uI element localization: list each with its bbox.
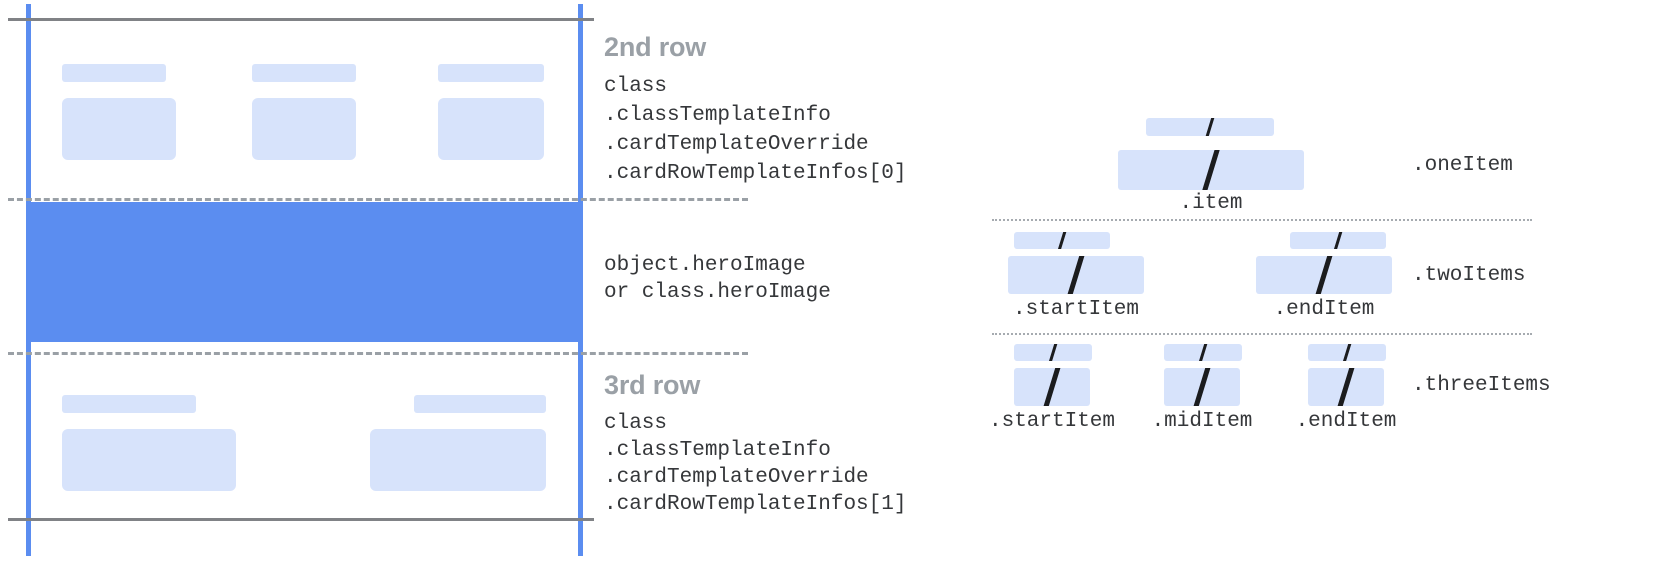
row3-col1-body-chip bbox=[62, 429, 236, 491]
row1-col1-title-chip bbox=[62, 64, 166, 82]
hero-image-band bbox=[30, 202, 582, 342]
three-items-start-body-chip bbox=[1014, 368, 1090, 406]
three-items-mid-title-chip bbox=[1164, 344, 1242, 361]
group-label-two-items: .twoItems bbox=[1412, 264, 1526, 287]
two-items-start-title-chip bbox=[1014, 232, 1110, 249]
row-code-2nd-line3: .cardTemplateOverride bbox=[604, 133, 869, 156]
row3-col2-body-chip bbox=[370, 429, 546, 491]
row-code-2nd-line4: .cardRowTemplateInfos[0] bbox=[604, 162, 907, 185]
three-items-end-caption: .endItem bbox=[1295, 410, 1397, 433]
three-items-start-title-chip bbox=[1014, 344, 1092, 361]
one-item-body-chip bbox=[1118, 150, 1304, 190]
one-item-title-chip bbox=[1146, 118, 1274, 136]
row1-col1-body-chip bbox=[62, 98, 176, 160]
two-items-end-title-chip bbox=[1290, 232, 1386, 249]
slash-mark-icon bbox=[1202, 150, 1220, 190]
two-items-end-caption: .endItem bbox=[1273, 298, 1375, 321]
row-title-3rd: 3rd row bbox=[604, 370, 701, 400]
group-label-three-items: .threeItems bbox=[1412, 374, 1551, 397]
slash-mark-icon bbox=[1193, 368, 1211, 406]
three-items-end-body-chip bbox=[1308, 368, 1384, 406]
slash-mark-icon bbox=[1315, 256, 1333, 294]
row3-col2-title-chip bbox=[414, 395, 546, 413]
slash-mark-icon bbox=[1337, 368, 1355, 406]
one-item-caption: .item bbox=[1179, 192, 1243, 215]
row1-col3-body-chip bbox=[438, 98, 544, 160]
hero-bottom-dashed-rule bbox=[8, 352, 748, 355]
slash-mark-icon bbox=[1341, 344, 1353, 361]
row-code-2nd-line2: .classTemplateInfo bbox=[604, 104, 831, 127]
three-items-mid-caption: .midItem bbox=[1151, 410, 1253, 433]
row3-col1-title-chip bbox=[62, 395, 196, 413]
left-guide-line bbox=[26, 4, 31, 556]
three-items-start-caption: .startItem bbox=[988, 410, 1116, 433]
row-code-3rd-line2: .classTemplateInfo bbox=[604, 439, 831, 462]
row1-col2-title-chip bbox=[252, 64, 356, 82]
card-top-rule bbox=[8, 18, 594, 21]
slash-mark-icon bbox=[1043, 368, 1061, 406]
slash-mark-icon bbox=[1067, 256, 1085, 294]
hero-top-dashed-rule bbox=[8, 198, 748, 201]
row-code-3rd-line3: .cardTemplateOverride bbox=[604, 466, 869, 489]
group-label-one-item: .oneItem bbox=[1412, 154, 1513, 177]
hero-code-line2: or class.heroImage bbox=[604, 281, 831, 304]
three-items-end-title-chip bbox=[1308, 344, 1386, 361]
two-items-end-body-chip bbox=[1256, 256, 1392, 294]
row-code-2nd-line1: class bbox=[604, 75, 668, 98]
row-code-3rd-line4: .cardRowTemplateInfos[1] bbox=[604, 493, 907, 516]
two-items-start-body-chip bbox=[1008, 256, 1144, 294]
slash-mark-icon bbox=[1204, 118, 1216, 136]
card-bottom-rule bbox=[8, 518, 594, 521]
hero-code-line1: object.heroImage bbox=[604, 254, 806, 277]
slash-mark-icon bbox=[1056, 232, 1068, 249]
group-separator-2 bbox=[992, 333, 1532, 335]
row1-col2-body-chip bbox=[252, 98, 356, 160]
slash-mark-icon bbox=[1332, 232, 1344, 249]
slash-mark-icon bbox=[1047, 344, 1059, 361]
slash-mark-icon bbox=[1197, 344, 1209, 361]
row-title-2nd: 2nd row bbox=[604, 32, 707, 62]
two-items-start-caption: .startItem bbox=[1012, 298, 1140, 321]
row-code-3rd-line1: class bbox=[604, 412, 668, 435]
row1-col3-title-chip bbox=[438, 64, 544, 82]
three-items-mid-body-chip bbox=[1164, 368, 1240, 406]
group-separator-1 bbox=[992, 219, 1532, 221]
